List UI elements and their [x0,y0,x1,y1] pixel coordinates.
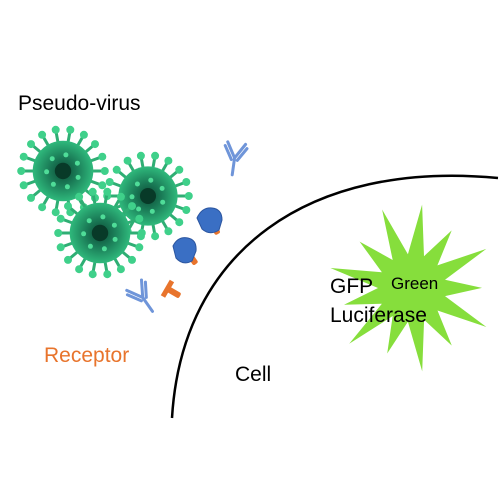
spike-protein-icon [196,207,223,234]
green-label: Green [391,274,439,293]
virus-group [17,125,193,279]
luciferase-label: Luciferase [330,304,427,327]
gfp-label: GFP [330,275,374,298]
pseudo-virus-label: Pseudo-virus [18,92,141,115]
cell-label: Cell [235,363,272,386]
receptor-icon [160,279,181,298]
antibody-icon [125,278,154,313]
spike-protein-icon [172,237,197,264]
receptor-label: Receptor [44,344,130,367]
cell-membrane [170,174,499,419]
starburst-icon [330,204,487,372]
coronavirus-icon [54,187,146,279]
coronavirus-icon [17,125,109,217]
antibody-icon [223,140,249,177]
